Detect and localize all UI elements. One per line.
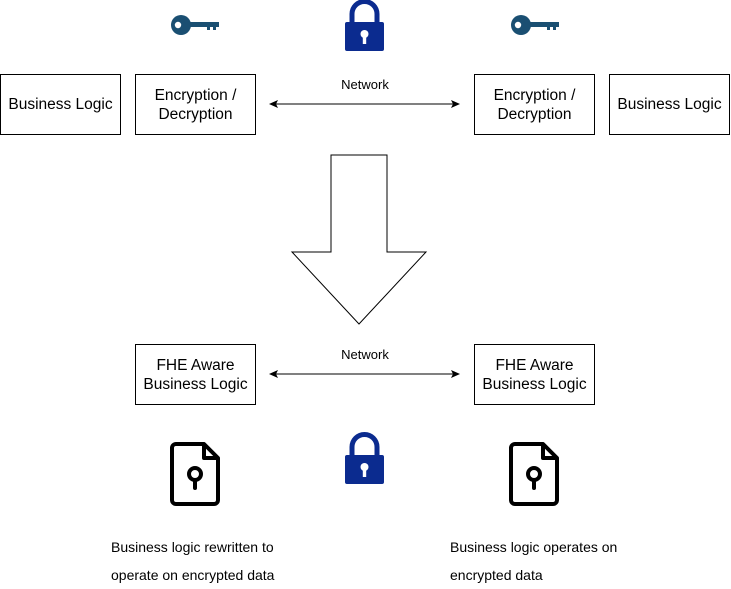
caption-line: operate on encrypted data	[111, 567, 275, 583]
box-encryption-left: Encryption / Decryption	[135, 74, 256, 135]
box-label: Business Logic	[617, 96, 722, 113]
box-label: Business Logic	[8, 96, 113, 113]
box-label: FHE Aware Business Logic	[482, 356, 587, 393]
key-icon	[171, 15, 219, 35]
caption-line: encrypted data	[450, 567, 543, 583]
box-label: FHE Aware Business Logic	[143, 356, 248, 393]
network-label-bottom: Network	[341, 347, 389, 362]
transition-down-arrow	[290, 154, 428, 325]
secure-file-icon	[509, 442, 559, 506]
box-business-logic-left: Business Logic	[0, 74, 121, 135]
box-label: Encryption / Decryption	[154, 86, 237, 123]
lock-icon	[345, 0, 384, 51]
caption-left: Business logic rewritten to operate on e…	[111, 533, 274, 589]
key-icon	[511, 15, 559, 35]
box-encryption-right: Encryption / Decryption	[474, 74, 595, 135]
box-label: Encryption / Decryption	[493, 86, 576, 123]
box-fhe-right: FHE Aware Business Logic	[474, 344, 595, 405]
network-label-top: Network	[341, 77, 389, 92]
caption-line: Business logic rewritten to	[111, 539, 274, 555]
secure-file-icon	[170, 442, 220, 506]
lock-icon	[345, 432, 384, 484]
box-business-logic-right: Business Logic	[609, 74, 730, 135]
box-fhe-left: FHE Aware Business Logic	[135, 344, 256, 405]
caption-right: Business logic operates on encrypted dat…	[450, 533, 617, 589]
caption-line: Business logic operates on	[450, 539, 618, 555]
